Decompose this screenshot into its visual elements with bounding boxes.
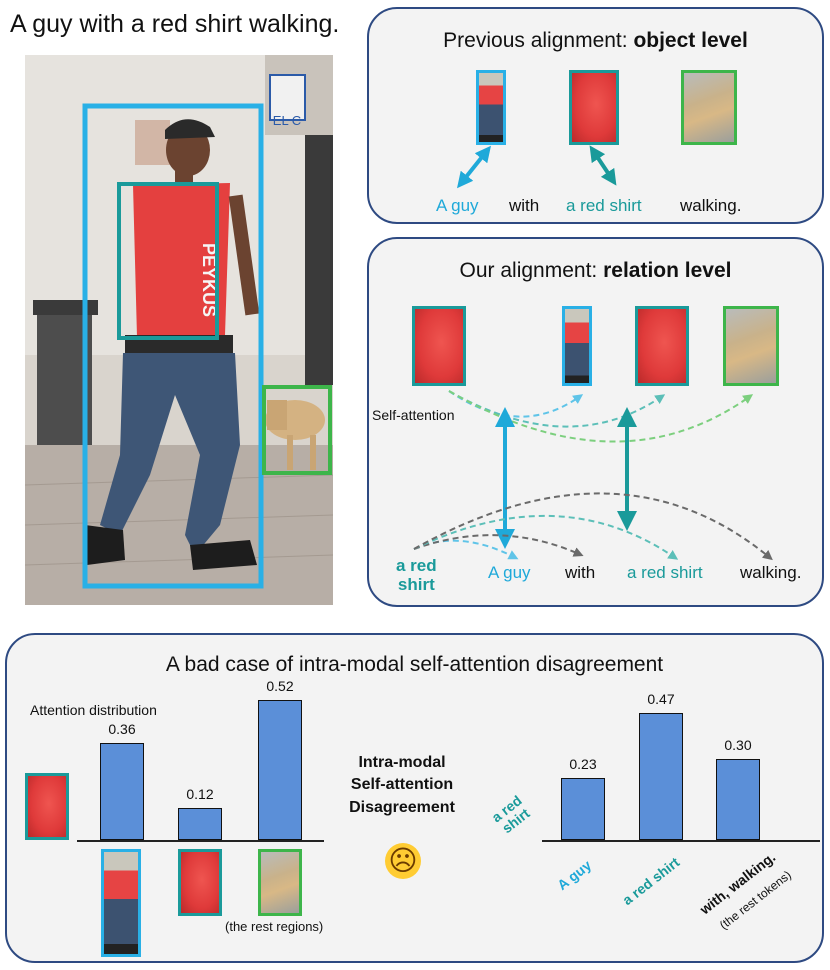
bad-case-panel: A bad case of intra-modal self-attention…	[5, 633, 824, 963]
object-level-title: Previous alignment: object level	[369, 29, 822, 53]
baseline	[77, 840, 324, 842]
value-rest-region: 0.52	[266, 677, 294, 694]
value-rest-tokens: 0.30	[724, 737, 752, 753]
relation-level-title-prefix: Our alignment:	[459, 259, 604, 282]
caption: A guy with a red shirt walking.	[10, 10, 340, 38]
word-a-guy: A guy	[488, 563, 531, 582]
guy-region-thumbnail	[101, 849, 141, 957]
dog-region-thumbnail	[723, 306, 779, 386]
rest-regions-label: (the rest regions)	[225, 919, 324, 934]
word-a-red-shirt: a red shirt	[627, 563, 703, 582]
value-a-guy: 0.23	[569, 755, 597, 772]
dog-region-thumbnail	[681, 70, 737, 145]
category-a-guy: A guy	[554, 856, 595, 894]
bar-rest-region	[258, 699, 302, 840]
word-walking: walking.	[740, 563, 802, 582]
attention-distribution-label: Attention distribution	[30, 702, 157, 718]
relation-attention-arrows	[413, 390, 773, 561]
bar-a-red-shirt	[639, 713, 683, 840]
guy-region-thumbnail	[476, 70, 506, 145]
query-text-a-red-shirt: a red shirt	[488, 792, 533, 837]
query-word-a-red-shirt: a red shirt	[396, 556, 437, 594]
street-photo: EL C PEYKUS	[25, 55, 333, 605]
street-photo-drawing: EL C PEYKUS	[25, 55, 333, 605]
shirt-text: PEYKUS	[199, 243, 219, 317]
word-with: with	[565, 563, 596, 582]
shirt-region-thumbnail	[635, 306, 689, 386]
relation-level-title-bold: relation level	[603, 259, 732, 282]
word-a-guy: A guy	[436, 196, 479, 215]
baseline-text	[542, 840, 820, 842]
word-a-red-shirt: a red shirt	[566, 196, 642, 215]
relation-level-panel: Our alignment: relation level Self-atten…	[367, 237, 824, 607]
dog-region-thumbnail	[258, 849, 302, 916]
sad-face-icon: ☹	[385, 843, 421, 879]
query-shirt-thumbnail	[25, 773, 69, 840]
disagreement-label: Intra-modal Self-attention Disagreement	[349, 754, 455, 816]
category-a-red-shirt: a red shirt	[619, 853, 683, 909]
object-level-title-bold: object level	[633, 29, 748, 52]
bar-a-guy	[561, 777, 605, 840]
shirt-region-thumbnail	[569, 70, 619, 145]
sign-text: EL C	[273, 113, 301, 128]
query-shirt-thumbnail	[412, 306, 466, 386]
bar-shirt-region	[178, 807, 222, 840]
value-shirt-region: 0.12	[186, 785, 214, 802]
value-guy-region: 0.36	[108, 720, 136, 737]
object-alignment-arrows	[457, 145, 617, 189]
object-level-panel: Previous alignment: object level A guy w…	[367, 7, 824, 224]
relation-level-title: Our alignment: relation level	[369, 259, 822, 283]
guy-region-thumbnail	[562, 306, 592, 386]
bar-rest-tokens	[716, 759, 760, 840]
bad-case-title: A bad case of intra-modal self-attention…	[165, 653, 664, 676]
self-attention-label: Self-attention	[372, 407, 455, 423]
bar-guy-region	[100, 742, 144, 840]
shirt-region-thumbnail	[178, 849, 222, 916]
object-level-title-prefix: Previous alignment:	[443, 29, 634, 52]
value-a-red-shirt: 0.47	[647, 691, 675, 708]
word-with: with	[509, 196, 540, 215]
word-walking: walking.	[680, 196, 742, 215]
